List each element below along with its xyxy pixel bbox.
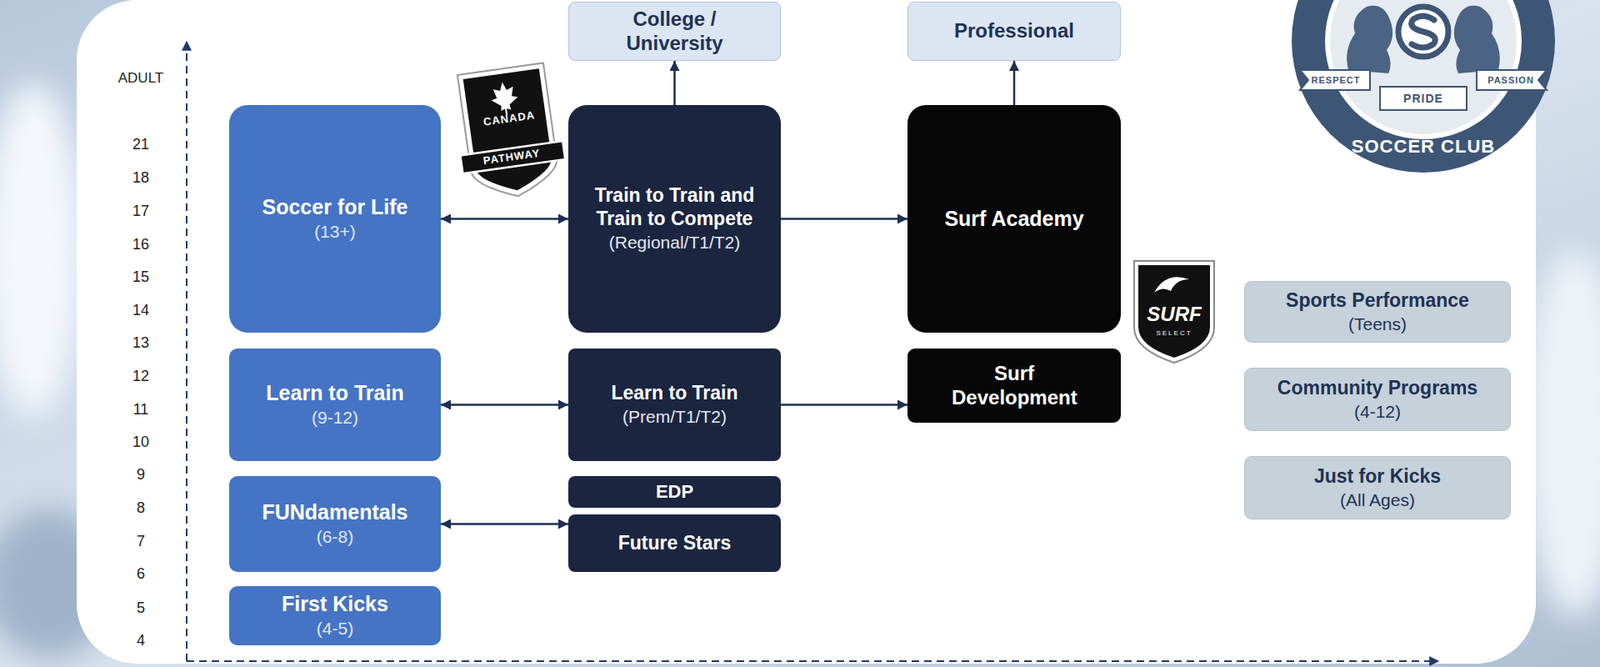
stage-title: Surf Academy <box>944 206 1084 232</box>
stage-box: First Kicks(4-5) <box>229 585 441 645</box>
badge-ribbon <box>460 140 565 174</box>
badge-text: CANADA <box>482 109 536 128</box>
badge-text: SELECT <box>1155 330 1192 337</box>
crest-name: SOCCER CLUB <box>1351 137 1495 156</box>
badge-shield <box>463 68 556 195</box>
stage-box: College / University <box>568 1 781 61</box>
pathway-arrow <box>780 217 908 220</box>
badge-text: SURF <box>1146 304 1201 325</box>
axis-tick-label: 10 <box>132 434 150 450</box>
lion-right <box>1454 5 1500 74</box>
x-axis <box>186 660 1439 662</box>
crest-s-letter <box>1411 15 1436 48</box>
badge-text: PATHWAY <box>482 147 541 166</box>
axis-tick-label: 21 <box>132 136 150 152</box>
pathway-arrow <box>673 60 676 105</box>
stage-box: Surf Development <box>907 348 1121 423</box>
stage-title: Future Stars <box>618 531 731 555</box>
axis-tick-label: 13 <box>132 335 150 350</box>
surf-select-badge <box>1134 260 1215 363</box>
blur-patch <box>1525 250 1600 617</box>
stage-box: Sports Performance(Teens) <box>1244 280 1511 343</box>
wave-swoosh <box>1154 276 1190 293</box>
stage-box: Community Programs(4-12) <box>1244 367 1511 431</box>
stage-title: Surf Development <box>951 361 1077 410</box>
axis-tick-label: 9 <box>136 466 145 482</box>
stage-box: FUNdamentals(6-8) <box>229 475 441 572</box>
stage-age-range: (4-12) <box>1354 401 1401 423</box>
axis-tick-label: 14 <box>132 302 150 318</box>
axis-tick-label: 15 <box>132 269 150 285</box>
crest-ring <box>1291 0 1555 173</box>
crest-ribbon-right <box>1476 70 1547 90</box>
stage-age-range: (Prem/T1/T2) <box>622 406 727 428</box>
stage-age-range: (Teens) <box>1348 314 1407 335</box>
stage-title: FUNdamentals <box>261 500 408 525</box>
pathway-arrow <box>440 403 569 406</box>
stage-title: Just for Kicks <box>1314 465 1441 488</box>
stage-age-range: (4-5) <box>316 618 354 640</box>
stage-title: Professional <box>954 19 1075 43</box>
stage-age-range: (6-8) <box>316 526 354 548</box>
axis-tick-label: 8 <box>136 500 145 515</box>
stage-title: EDP <box>655 480 694 503</box>
stage-box: Surf Academy <box>907 105 1121 333</box>
axis-tick-label: 7 <box>136 533 145 549</box>
stage-title: Learn to Train <box>610 381 738 405</box>
crest-motto: PASSION <box>1487 75 1535 85</box>
axis-tick-label: 5 <box>136 600 145 615</box>
axis-tick-label: 4 <box>136 632 145 648</box>
crest-motto: RESPECT <box>1311 75 1361 85</box>
crest-ribbon-left <box>1300 70 1370 90</box>
axis-tick-label: 11 <box>133 401 150 417</box>
blur-patch <box>0 83 84 417</box>
stage-title: Community Programs <box>1277 376 1478 400</box>
axis-tick-label: 16 <box>132 236 150 252</box>
axis-tick-label: 18 <box>132 170 150 185</box>
stage-title: Sports Performance <box>1285 289 1470 312</box>
stage-title: First Kicks <box>281 591 389 617</box>
stage-box: Future Stars <box>568 514 781 572</box>
axis-tick-label: 17 <box>132 203 150 219</box>
crest-field <box>1330 0 1517 135</box>
stage-box: Just for Kicks(All Ages) <box>1244 455 1511 520</box>
stage-title: Train to Train and Train to Compete <box>589 184 760 230</box>
pathway-arrow <box>440 217 569 220</box>
stage-title: College / University <box>608 7 742 55</box>
stage-age-range: (9-12) <box>311 407 359 429</box>
stage-box: Learn to Train(9-12) <box>229 348 441 461</box>
axis-tick-label: 12 <box>132 368 150 384</box>
club-crest <box>1291 0 1555 173</box>
badge-outline <box>457 63 561 203</box>
stage-title: Soccer for Life <box>261 195 408 220</box>
stage-age-range: (All Ages) <box>1340 490 1415 511</box>
pathway-arrow <box>440 522 569 525</box>
pathway-arrow <box>1013 60 1016 105</box>
stage-age-range: (13+) <box>314 221 356 243</box>
y-axis <box>185 41 188 661</box>
axis-label: ADULT <box>118 70 164 85</box>
badge-shield <box>1138 265 1210 358</box>
crest-motto: PRIDE <box>1403 92 1444 105</box>
lion-left <box>1346 5 1393 74</box>
crest-ribbon-center <box>1380 86 1467 110</box>
axis-tick-label: 6 <box>136 565 145 581</box>
crest-s-emblem <box>1398 6 1449 57</box>
stage-age-range: (Regional/T1/T2) <box>609 232 741 254</box>
badge-outline <box>1134 260 1215 363</box>
stage-box: Learn to Train(Prem/T1/T2) <box>568 348 781 461</box>
pathway-arrow <box>780 403 908 406</box>
stage-box: Professional <box>907 1 1121 61</box>
stage-title: Learn to Train <box>265 380 404 406</box>
stage-box: EDP <box>568 475 781 508</box>
canada-pathway-badge <box>449 61 570 204</box>
stage-box: Train to Train and Train to Compete(Regi… <box>568 105 781 333</box>
stage-box: Soccer for Life(13+) <box>229 105 441 333</box>
